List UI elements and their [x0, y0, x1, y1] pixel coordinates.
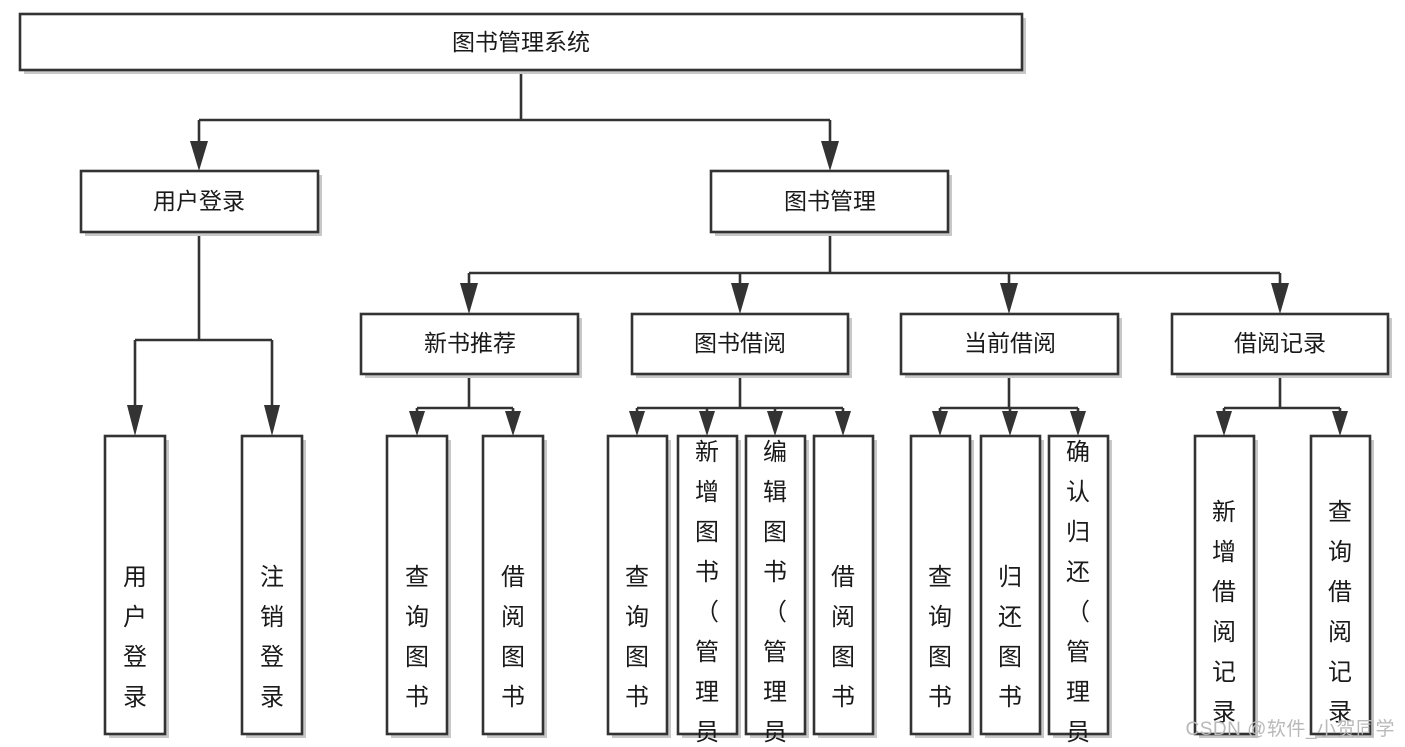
- arrowhead-current-borrow: [1000, 283, 1018, 314]
- book-borrow-label: 图书借阅: [694, 330, 786, 356]
- leaf-query-book-current-label: 查询图书: [928, 564, 952, 711]
- leaf-confirm-return-admin-box[interactable]: [1047, 434, 1110, 736]
- current-borrow-label: 当前借阅: [964, 330, 1056, 356]
- leaf-query-book-newrec-box[interactable]: [385, 434, 449, 736]
- root-box[interactable]: [18, 12, 1024, 72]
- node-leaf-borrow-book[interactable]: 借阅图书: [812, 434, 877, 738]
- borrow-record-label: 借阅记录: [1234, 330, 1326, 356]
- leaf-query-borrow-record-label: 查询借阅记录: [1328, 499, 1352, 726]
- leaf-edit-book-admin-box[interactable]: [744, 434, 807, 736]
- leaf-query-book-newrec-label: 查询图书: [405, 564, 429, 711]
- leaf-borrow-book-label: 借阅图书: [831, 564, 855, 711]
- arrowhead-newbook-leaf2: [505, 411, 521, 436]
- node-leaf-query-book-newrec[interactable]: 查询图书: [385, 434, 451, 738]
- arrowhead-book-mgmt: [821, 141, 839, 171]
- user-login-label: 用户登录: [153, 188, 245, 214]
- arrowhead-leaf-logout-login: [264, 405, 280, 436]
- book-management-label: 图书管理: [784, 188, 876, 214]
- node-leaf-add-borrow-record[interactable]: 新增借阅记录: [1193, 434, 1258, 738]
- leaf-user-login-label: 用户登录: [123, 564, 147, 711]
- leaf-query-borrow-record-box[interactable]: [1309, 434, 1372, 736]
- node-leaf-add-book-admin[interactable]: 新增图书（管理员）: [676, 434, 741, 747]
- node-leaf-user-login[interactable]: 用户登录: [103, 434, 169, 738]
- leaf-query-book-borrow-label: 查询图书: [625, 564, 649, 711]
- arrowhead-current-leaf1: [932, 411, 948, 436]
- node-borrow-record[interactable]: 借阅记录: [1170, 312, 1392, 378]
- arrowhead-borrow-leaf4: [835, 411, 851, 436]
- arrowhead-record-leaf1: [1216, 411, 1232, 436]
- arrowhead-current-leaf2: [1002, 411, 1018, 436]
- node-leaf-confirm-return-admin[interactable]: 确认归还（管理员）: [1047, 434, 1112, 747]
- node-leaf-logout-login[interactable]: 注销登录: [240, 434, 306, 738]
- arrowhead-new-book-rec: [460, 283, 478, 314]
- arrowhead-borrow-leaf2: [699, 411, 715, 436]
- arrowhead-newbook-leaf1: [409, 411, 425, 436]
- book-management-box[interactable]: [709, 169, 950, 234]
- book-borrow-box[interactable]: [630, 312, 850, 376]
- node-new-book-recommend[interactable]: 新书推荐: [359, 312, 582, 378]
- arrowhead-record-leaf2: [1332, 411, 1348, 436]
- root-label: 图书管理系统: [452, 29, 590, 55]
- node-leaf-query-book-borrow[interactable]: 查询图书: [606, 434, 671, 738]
- node-user-login[interactable]: 用户登录: [79, 169, 322, 236]
- node-leaf-borrow-book-newrec[interactable]: 借阅图书: [481, 434, 547, 738]
- node-leaf-return-book[interactable]: 归还图书: [979, 434, 1044, 738]
- node-leaf-query-book-current[interactable]: 查询图书: [909, 434, 974, 738]
- csdn-watermark: CSDN @软件_小贺同学: [1185, 719, 1395, 740]
- leaf-return-book-label: 归还图书: [998, 564, 1022, 711]
- leaf-add-book-admin-box[interactable]: [676, 434, 739, 736]
- node-book-borrow[interactable]: 图书借阅: [630, 312, 852, 378]
- node-leaf-edit-book-admin[interactable]: 编辑图书（管理员）: [744, 434, 809, 747]
- arrowhead-borrow-leaf3: [767, 411, 783, 436]
- leaf-add-book-admin-label: 新增图书（管理员）: [695, 439, 719, 747]
- new-book-recommend-box[interactable]: [359, 312, 580, 376]
- borrow-record-box[interactable]: [1170, 312, 1390, 376]
- user-login-box[interactable]: [79, 169, 320, 234]
- leaf-query-book-borrow-box[interactable]: [606, 434, 669, 736]
- leaf-edit-book-admin-label: 编辑图书（管理员）: [763, 439, 787, 747]
- leaf-borrow-book-newrec-box[interactable]: [481, 434, 545, 736]
- current-borrow-box[interactable]: [899, 312, 1120, 376]
- arrowhead-user-login: [190, 141, 208, 171]
- leaf-logout-login-box[interactable]: [240, 434, 304, 736]
- leaf-add-borrow-record-label: 新增借阅记录: [1212, 499, 1236, 726]
- leaf-borrow-book-box[interactable]: [812, 434, 875, 736]
- leaf-borrow-book-newrec-label: 借阅图书: [501, 564, 525, 711]
- leaf-user-login-box[interactable]: [103, 434, 167, 736]
- arrowhead-leaf-user-login: [127, 405, 143, 436]
- node-leaf-query-borrow-record[interactable]: 查询借阅记录: [1309, 434, 1374, 738]
- connectors-group: [127, 70, 1348, 436]
- arrowhead-current-leaf3: [1070, 411, 1086, 436]
- new-book-recommend-label: 新书推荐: [424, 330, 516, 356]
- node-current-borrow[interactable]: 当前借阅: [899, 312, 1122, 378]
- leaf-add-borrow-record-box[interactable]: [1193, 434, 1256, 736]
- arrowhead-book-borrow: [731, 283, 749, 314]
- leaf-logout-login-label: 注销登录: [260, 564, 284, 711]
- arrowhead-borrow-record: [1271, 283, 1289, 314]
- leaf-return-book-box[interactable]: [979, 434, 1042, 736]
- arrowhead-borrow-leaf1: [629, 411, 645, 436]
- node-root-system[interactable]: 图书管理系统: [18, 12, 1026, 74]
- leaf-confirm-return-admin-label: 确认归还（管理员）: [1066, 439, 1090, 747]
- node-book-management[interactable]: 图书管理: [709, 169, 952, 236]
- leaf-query-book-current-box[interactable]: [909, 434, 972, 736]
